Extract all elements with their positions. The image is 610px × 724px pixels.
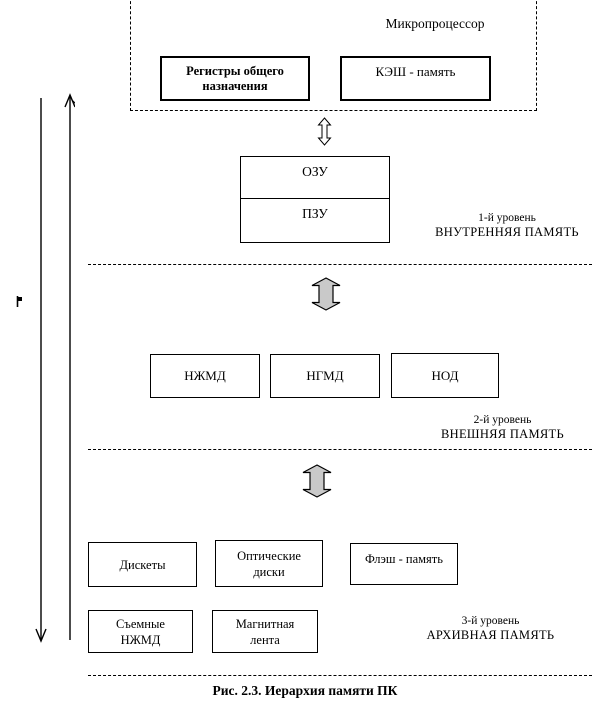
level1-number: 1-й уровень bbox=[478, 212, 536, 224]
up-arrow-icon bbox=[64, 93, 75, 640]
optical-disks-box: Оптические диски bbox=[215, 540, 323, 587]
registers-box: Регистры общего назначения bbox=[160, 56, 310, 101]
fdd-box: НГМД bbox=[270, 354, 380, 398]
big-double-arrow-icon-2 bbox=[302, 464, 332, 498]
rom-cell: ПЗУ bbox=[302, 206, 328, 221]
figure-caption: Рис. 2.3. Иерархия памяти ПК bbox=[212, 683, 398, 698]
cache-box: КЭШ - память bbox=[340, 56, 491, 101]
level2-number: 2-й уровень bbox=[473, 414, 532, 426]
ram-cell: ОЗУ bbox=[241, 157, 389, 199]
separator-line-3 bbox=[88, 675, 592, 676]
level2-label: 2-й уровень ВНЕШНЯЯ ПАМЯТЬ bbox=[430, 414, 575, 441]
down-arrow-icon bbox=[35, 98, 47, 643]
separator-line-1 bbox=[88, 264, 592, 265]
level3-name: АРХИВНАЯ ПАМЯТЬ bbox=[426, 628, 555, 642]
magnetic-tape-box: Магнитная лента bbox=[212, 610, 318, 653]
level3-number: 3-й уровень bbox=[461, 615, 520, 627]
level1-name: ВНУТРЕННЯЯ ПАМЯТЬ bbox=[435, 225, 579, 239]
ram-rom-box: ОЗУ ПЗУ bbox=[240, 156, 390, 243]
flash-memory-box: Флэш - память bbox=[350, 543, 458, 585]
removable-hdd-box: Съемные НЖМД bbox=[88, 610, 193, 653]
level3-label: 3-й уровень АРХИВНАЯ ПАМЯТЬ bbox=[418, 615, 563, 642]
optical-drive-box: НОД bbox=[391, 353, 499, 398]
diskettes-box: Дискеты bbox=[88, 542, 197, 587]
stray-mark bbox=[16, 296, 22, 307]
hdd-box: НЖМД bbox=[150, 354, 260, 398]
separator-line-2 bbox=[88, 449, 592, 450]
microprocessor-label: Микропроцессор bbox=[385, 16, 485, 31]
level2-name: ВНЕШНЯЯ ПАМЯТЬ bbox=[441, 427, 564, 441]
big-double-arrow-icon-1 bbox=[311, 277, 341, 311]
microprocessor-frame bbox=[130, 0, 537, 111]
vertical-span-arrows bbox=[35, 93, 75, 643]
small-double-arrow-icon bbox=[317, 117, 332, 146]
level1-label: 1-й уровень ВНУТРЕННЯЯ ПАМЯТЬ bbox=[432, 212, 582, 239]
